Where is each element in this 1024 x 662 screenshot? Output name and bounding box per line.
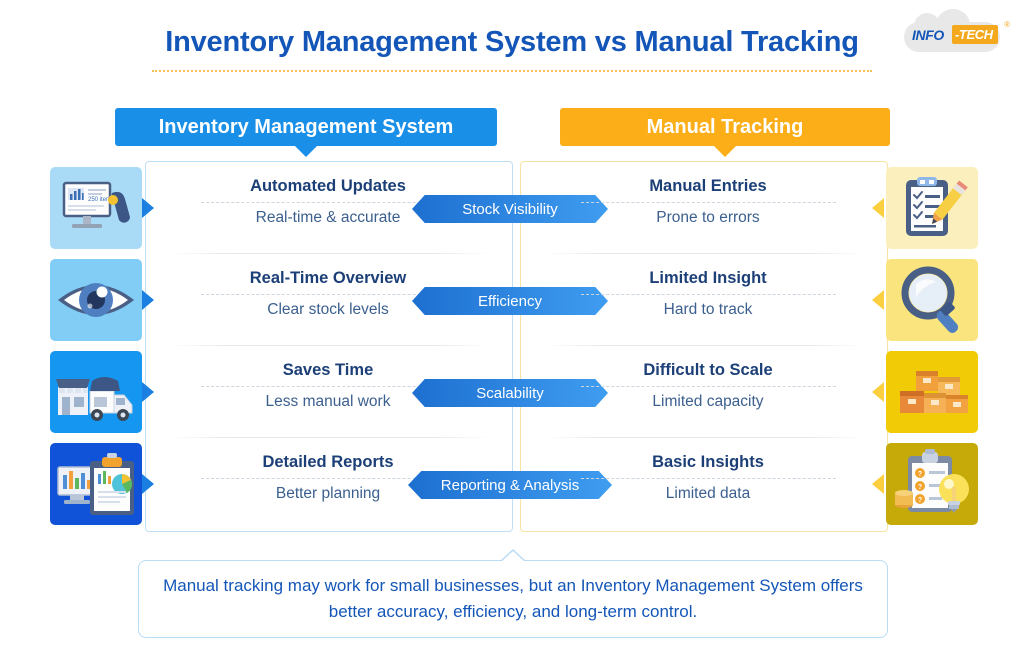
- banner-left-label: Inventory Management System: [158, 115, 454, 138]
- cell-left-title: Real-Time Overview: [249, 269, 407, 287]
- page-header: Inventory Management System vs Manual Tr…: [0, 0, 1024, 92]
- cell-left: Real-Time Overview Clear stock levels: [178, 268, 478, 320]
- row-separator-right: [545, 437, 865, 438]
- center-badge-label: Reporting & Analysis: [440, 476, 580, 494]
- svg-text:?: ?: [918, 471, 922, 478]
- cell-right-title: Basic Insights: [652, 453, 764, 471]
- center-badge-stock-visibility: Stock Visibility: [412, 195, 608, 223]
- comparison-rows: 250 items Automated Updates Real-time & …: [0, 161, 1024, 532]
- row-separator-left: [170, 253, 490, 254]
- cell-left-divider: [200, 202, 456, 203]
- cell-right-subtitle: Limited capacity: [652, 393, 764, 410]
- row-separator-right: [545, 253, 865, 254]
- center-badge-label: Scalability: [476, 384, 544, 402]
- comparison-row: Saves Time Less manual work Scalability …: [0, 346, 1024, 438]
- center-badge-label: Efficiency: [478, 292, 542, 310]
- magnifying-glass-icon: [886, 259, 978, 341]
- column-header-manual-tracking: Manual Tracking: [560, 108, 890, 157]
- cell-left-divider: [200, 478, 456, 479]
- infotech-logo: INFO -TECH ®: [904, 9, 1010, 58]
- cell-left-subtitle: Clear stock levels: [267, 301, 389, 318]
- cell-left-subtitle: Less manual work: [265, 393, 391, 410]
- cell-left-subtitle: Better planning: [275, 485, 381, 502]
- store-delivery-truck-icon: [50, 351, 142, 433]
- eye-icon: [50, 259, 142, 341]
- logo-tech-badge: -TECH: [952, 25, 998, 44]
- summary-callout-text: Manual tracking may work for small busin…: [163, 576, 863, 621]
- row-separator-left: [170, 345, 490, 346]
- svg-text:250 items: 250 items: [88, 197, 114, 203]
- cell-right-title: Limited Insight: [649, 269, 767, 287]
- row-arrow-left-icon: [872, 198, 884, 218]
- title-underline-divider: [152, 70, 872, 72]
- cell-right-divider: [580, 202, 836, 203]
- banner-left-notch-icon: [295, 146, 317, 157]
- cell-right-divider: [580, 478, 836, 479]
- column-header-inventory-management-system: Inventory Management System: [115, 108, 497, 157]
- clipboard-pencil-icon: [886, 167, 978, 249]
- center-badge-efficiency: Efficiency: [412, 287, 608, 315]
- monitor-barcode-scanner-icon: 250 items: [50, 167, 142, 249]
- cell-left: Saves Time Less manual work: [178, 360, 478, 412]
- logo-registered-mark: ®: [1004, 20, 1010, 29]
- row-separator-left: [170, 437, 490, 438]
- cell-right-title: Manual Entries: [649, 177, 767, 195]
- reports-charts-icon: [50, 443, 142, 525]
- svg-text:?: ?: [918, 484, 922, 491]
- summary-callout: Manual tracking may work for small busin…: [138, 549, 888, 638]
- cell-right: Limited Insight Hard to track: [558, 268, 858, 320]
- center-badge-scalability: Scalability: [412, 379, 608, 407]
- cell-left-subtitle: Real-time & accurate: [255, 209, 401, 226]
- row-arrow-right-icon: [142, 382, 154, 402]
- row-arrow-right-icon: [142, 290, 154, 310]
- comparison-row: Real-Time Overview Clear stock levels Ef…: [0, 254, 1024, 346]
- center-badge-reporting-and-analysis: Reporting & Analysis: [408, 471, 612, 499]
- svg-text:?: ?: [918, 497, 922, 504]
- cell-right-subtitle: Hard to track: [663, 301, 753, 318]
- center-badge-label: Stock Visibility: [462, 200, 558, 218]
- stacked-boxes-icon: [886, 351, 978, 433]
- row-arrow-left-icon: [872, 474, 884, 494]
- row-separator-right: [545, 345, 865, 346]
- cell-right: Difficult to Scale Limited capacity: [558, 360, 858, 412]
- cell-left: Automated Updates Real-time & accurate: [178, 176, 478, 228]
- banner-right-notch-icon: [714, 146, 736, 157]
- comparison-row: 250 items Automated Updates Real-time & …: [0, 162, 1024, 254]
- page-title: Inventory Management System vs Manual Tr…: [165, 26, 859, 58]
- row-arrow-left-icon: [872, 290, 884, 310]
- cell-right-divider: [580, 386, 836, 387]
- callout-notch-inner-icon: [501, 551, 525, 562]
- row-arrow-right-icon: [142, 198, 154, 218]
- cell-right-title: Difficult to Scale: [643, 361, 773, 379]
- cell-right-subtitle: Limited data: [665, 485, 751, 502]
- banner-right-label: Manual Tracking: [646, 115, 804, 138]
- cell-right-divider: [580, 294, 836, 295]
- cell-left: Detailed Reports Better planning: [178, 452, 478, 504]
- row-arrow-right-icon: [142, 474, 154, 494]
- comparison-row: Detailed Reports Better planning Reporti…: [0, 438, 1024, 532]
- row-arrow-left-icon: [872, 382, 884, 402]
- cell-right: Manual Entries Prone to errors: [558, 176, 858, 228]
- cell-left-divider: [200, 294, 456, 295]
- cell-right: Basic Insights Limited data: [558, 452, 858, 504]
- cell-left-divider: [200, 386, 456, 387]
- logo-info-text: INFO: [912, 27, 944, 43]
- cell-left-title: Saves Time: [282, 361, 374, 379]
- cell-right-subtitle: Prone to errors: [656, 209, 760, 226]
- cell-left-title: Detailed Reports: [262, 453, 394, 471]
- clipboard-lightbulb-coins-icon: ? ? ?: [886, 443, 978, 525]
- cell-left-title: Automated Updates: [250, 177, 406, 195]
